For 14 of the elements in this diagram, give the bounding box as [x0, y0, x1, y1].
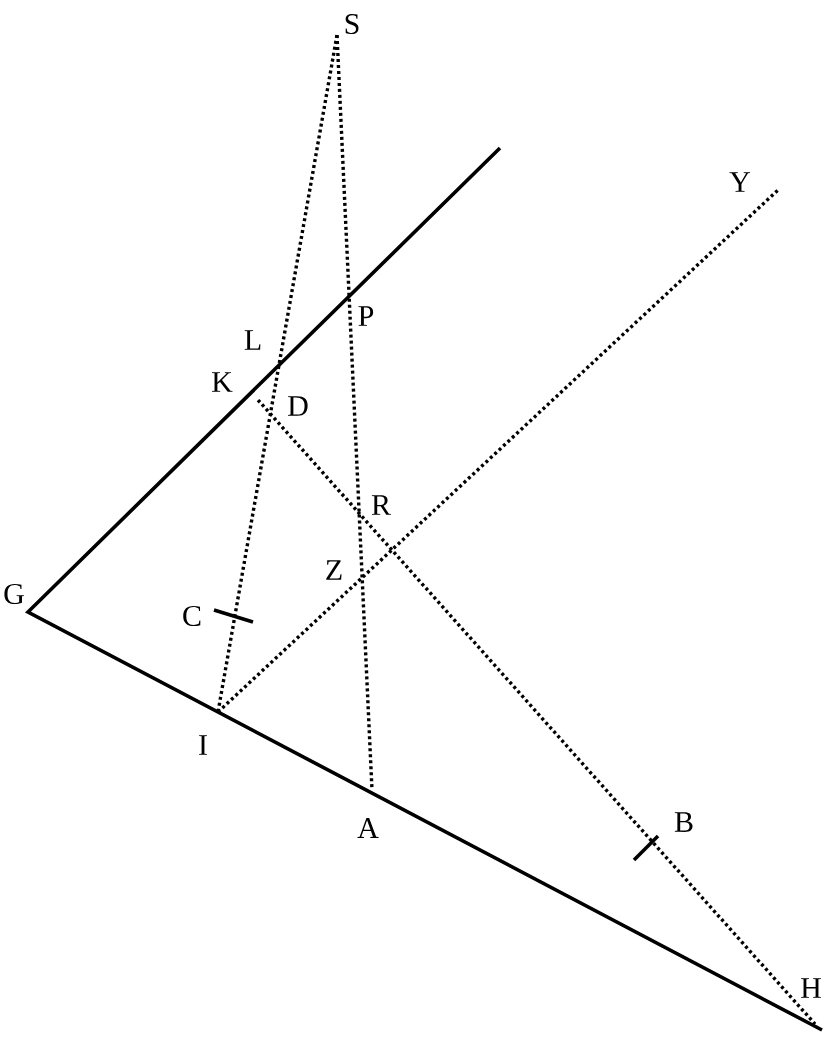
point-label: S [345, 13, 359, 35]
point-label: C [183, 605, 201, 627]
point-label: B [674, 812, 693, 832]
point-label: I [199, 735, 207, 755]
point-label: P [358, 306, 374, 326]
point-label: Z [326, 560, 342, 580]
point-label: D [288, 396, 308, 416]
point-label: A [357, 818, 379, 838]
point-label: Y [729, 172, 751, 192]
point-label: L [244, 330, 261, 350]
point-label: R [371, 495, 391, 515]
point-label: H [801, 978, 821, 998]
point-label: G [4, 583, 24, 605]
point-label: K [212, 372, 233, 392]
